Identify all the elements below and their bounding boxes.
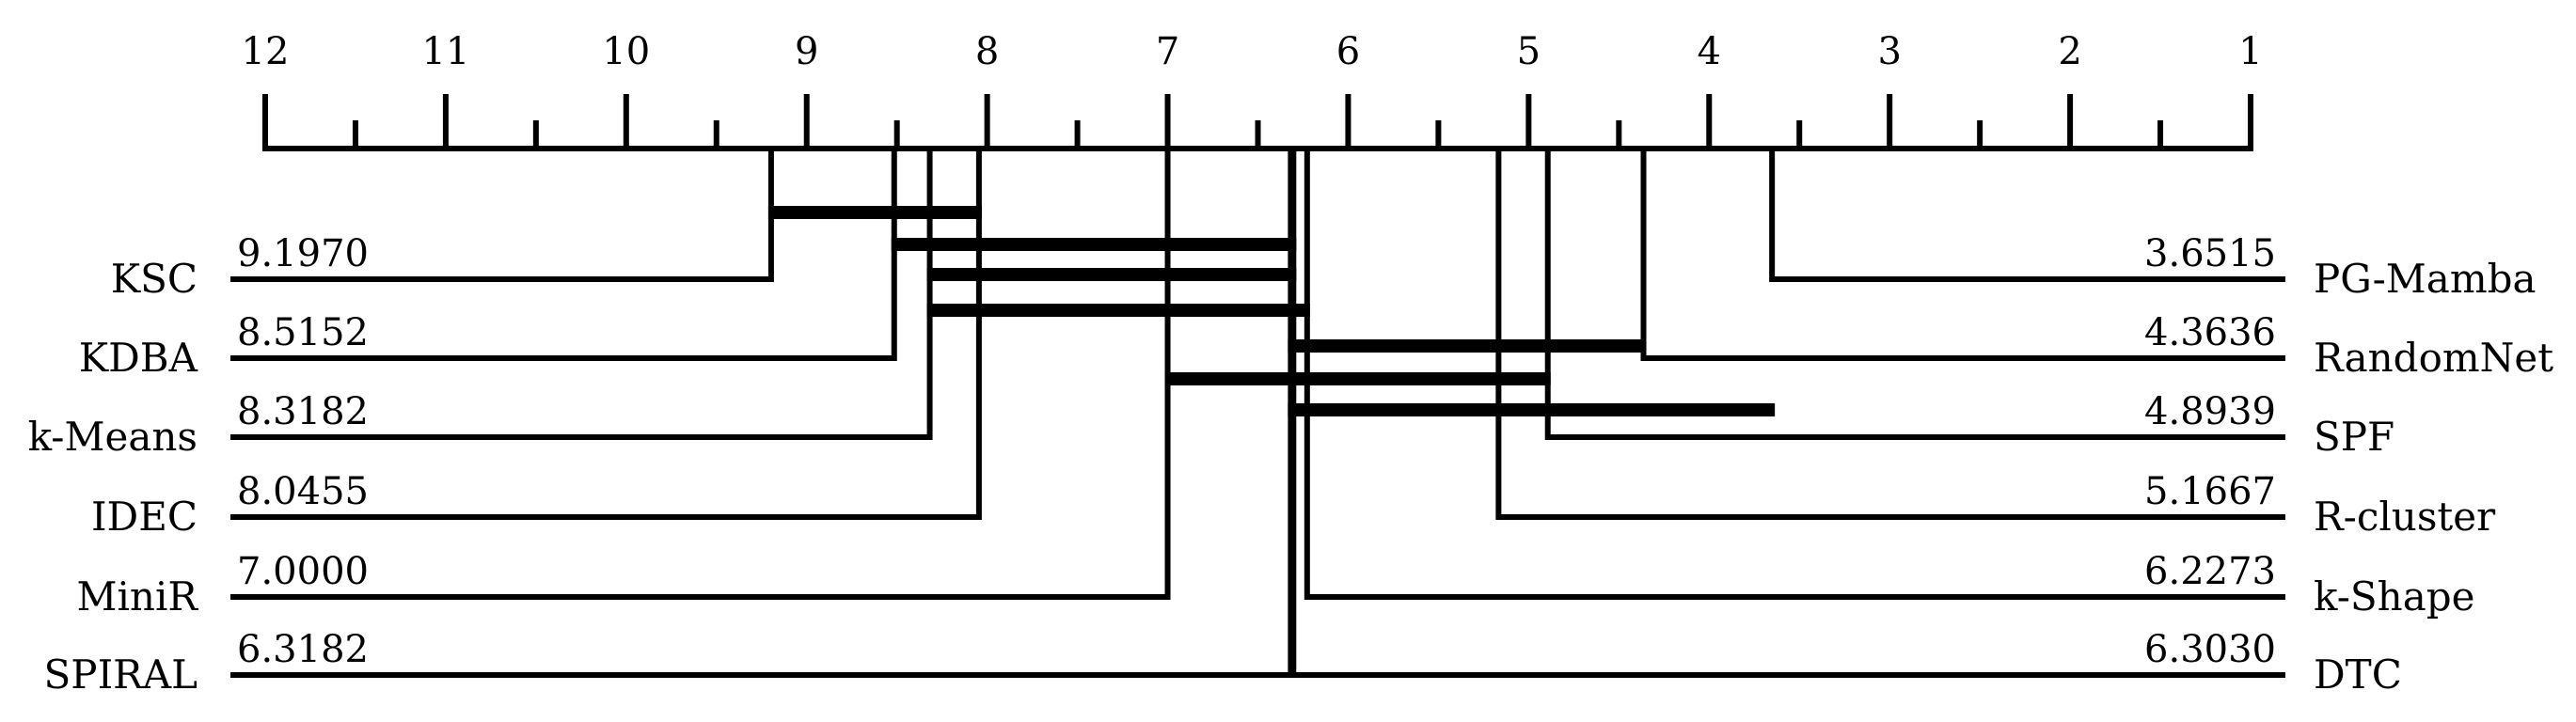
- method-name: SPIRAL: [44, 651, 198, 698]
- rank-value: 6.3182: [237, 628, 369, 671]
- method-name: R-cluster: [2314, 494, 2496, 540]
- tick-label: 9: [795, 30, 818, 73]
- tick-label: 3: [1877, 30, 1901, 73]
- rank-value: 5.1667: [2144, 470, 2276, 513]
- rank-value: 8.0455: [237, 470, 369, 513]
- tick-label: 6: [1336, 30, 1360, 73]
- rank-value: 4.3636: [2144, 311, 2276, 354]
- rank-connector: [1304, 149, 2285, 600]
- method-name: IDEC: [91, 494, 198, 540]
- tick-label: 1: [2238, 30, 2262, 73]
- method-name: RandomNet: [2314, 335, 2553, 381]
- tick-label: 8: [975, 30, 999, 73]
- rank-connector: [1544, 149, 2285, 440]
- rank-value: 9.1970: [237, 232, 369, 275]
- rank-value: 3.6515: [2144, 232, 2276, 275]
- rank-value: 7.0000: [237, 550, 369, 593]
- rank-value: 6.3030: [2144, 628, 2276, 671]
- method-name: KDBA: [79, 335, 198, 381]
- tick-label: 10: [602, 30, 650, 73]
- rank-connector: [230, 149, 774, 282]
- rank-connector: [230, 149, 1171, 600]
- tick-label: 5: [1517, 30, 1541, 73]
- rank-connector: [1290, 149, 2285, 678]
- rank-connector: [1495, 149, 2285, 520]
- tick-label: 7: [1156, 30, 1179, 73]
- rank-value: 8.5152: [237, 311, 369, 354]
- method-name: DTC: [2314, 651, 2402, 698]
- clique-bars: [767, 206, 1776, 416]
- rank-connector: [1769, 149, 2285, 282]
- rank-connectors: [230, 149, 2285, 678]
- rank-value: 6.2273: [2144, 550, 2276, 593]
- rank-value: 8.3182: [237, 390, 369, 433]
- method-name: k-Shape: [2314, 573, 2475, 620]
- tick-label: 4: [1698, 30, 1721, 73]
- tick-label: 12: [242, 30, 290, 73]
- rank-connector: [1640, 149, 2285, 361]
- rank-value: 4.8939: [2144, 390, 2276, 433]
- rank-axis: 12 11 10 9 8 7 6 5 4 3 2 1: [242, 30, 2263, 151]
- tick-label: 2: [2058, 30, 2081, 73]
- method-name: k-Means: [28, 414, 198, 460]
- method-name: SPF: [2314, 414, 2394, 460]
- tick-label: 11: [421, 30, 469, 73]
- method-name: MiniR: [76, 573, 198, 620]
- method-name: PG-Mamba: [2314, 256, 2536, 302]
- method-name: KSC: [111, 256, 198, 302]
